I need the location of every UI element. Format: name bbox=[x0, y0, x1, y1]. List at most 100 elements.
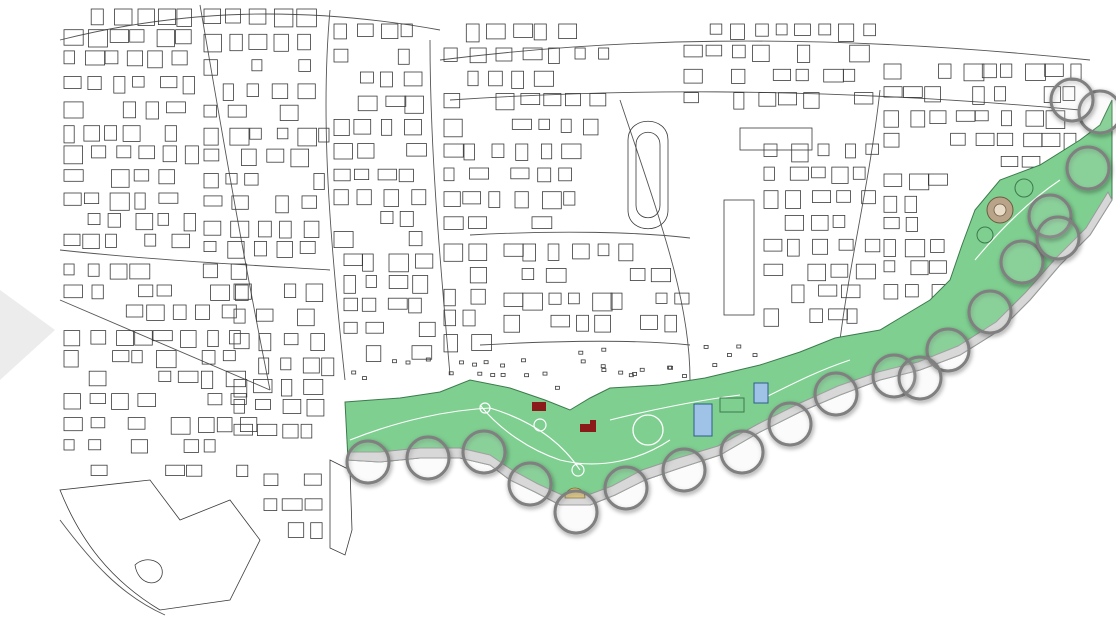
building bbox=[548, 47, 560, 65]
building bbox=[1021, 155, 1041, 168]
shoreline-marker bbox=[661, 447, 707, 493]
building bbox=[632, 371, 637, 376]
building bbox=[459, 360, 464, 365]
building bbox=[130, 439, 148, 454]
building bbox=[629, 268, 646, 281]
building bbox=[228, 330, 241, 345]
building bbox=[425, 357, 431, 362]
building bbox=[158, 169, 175, 185]
building bbox=[758, 92, 777, 107]
building bbox=[791, 143, 809, 163]
building bbox=[114, 8, 133, 26]
building bbox=[109, 29, 129, 43]
building bbox=[343, 275, 356, 294]
building bbox=[82, 233, 100, 249]
building bbox=[883, 195, 898, 213]
building bbox=[202, 263, 218, 279]
building bbox=[63, 101, 84, 119]
building bbox=[63, 439, 75, 451]
building bbox=[297, 127, 317, 147]
building bbox=[1041, 132, 1061, 147]
building bbox=[763, 166, 775, 181]
building bbox=[522, 292, 543, 311]
building bbox=[225, 173, 238, 185]
building bbox=[63, 50, 75, 65]
street bbox=[59, 13, 441, 41]
building bbox=[412, 275, 429, 294]
street bbox=[59, 299, 271, 391]
building bbox=[112, 350, 130, 363]
building bbox=[356, 189, 372, 206]
building bbox=[443, 118, 463, 138]
building bbox=[304, 498, 323, 511]
round-feature bbox=[976, 226, 994, 244]
building bbox=[1025, 63, 1046, 81]
building bbox=[203, 240, 217, 252]
building bbox=[443, 143, 464, 158]
building bbox=[90, 8, 104, 26]
building bbox=[183, 213, 197, 232]
building bbox=[576, 314, 589, 332]
building bbox=[343, 297, 358, 312]
round-feature bbox=[1014, 178, 1034, 198]
building bbox=[791, 284, 805, 304]
building bbox=[400, 23, 413, 38]
building bbox=[87, 76, 102, 91]
building bbox=[138, 145, 155, 160]
building bbox=[772, 68, 791, 81]
building bbox=[147, 50, 163, 69]
building bbox=[929, 110, 947, 125]
building bbox=[104, 50, 119, 65]
building bbox=[397, 48, 410, 65]
building bbox=[938, 63, 952, 79]
building bbox=[333, 231, 354, 249]
building bbox=[1000, 155, 1019, 167]
building bbox=[545, 268, 567, 283]
building bbox=[185, 464, 203, 477]
building bbox=[203, 195, 223, 207]
building bbox=[794, 23, 811, 36]
building bbox=[365, 275, 377, 288]
building bbox=[365, 321, 384, 334]
building bbox=[910, 110, 926, 128]
building bbox=[171, 233, 191, 249]
building bbox=[863, 23, 876, 37]
building bbox=[88, 439, 102, 451]
building bbox=[248, 8, 267, 25]
building bbox=[514, 191, 529, 209]
shoreline-marker bbox=[1035, 215, 1081, 261]
stadium-track bbox=[635, 131, 661, 219]
building bbox=[156, 284, 172, 297]
building bbox=[463, 143, 475, 161]
building bbox=[176, 8, 192, 27]
sports-court bbox=[753, 382, 769, 404]
building bbox=[404, 95, 424, 114]
building bbox=[233, 283, 252, 300]
building bbox=[594, 314, 612, 333]
building bbox=[784, 214, 805, 231]
building bbox=[116, 330, 134, 346]
shoreline-marker bbox=[461, 429, 507, 475]
building bbox=[812, 190, 832, 203]
building bbox=[109, 192, 130, 211]
building bbox=[365, 345, 382, 362]
building bbox=[905, 284, 919, 298]
building bbox=[225, 370, 246, 388]
building bbox=[301, 195, 318, 209]
building bbox=[305, 283, 324, 303]
building bbox=[836, 190, 851, 203]
building bbox=[928, 173, 948, 186]
building bbox=[541, 143, 553, 160]
building bbox=[752, 353, 758, 358]
building bbox=[63, 76, 82, 89]
building bbox=[547, 243, 560, 261]
building bbox=[246, 83, 259, 98]
building bbox=[811, 166, 826, 179]
building bbox=[89, 393, 106, 405]
building bbox=[668, 365, 673, 370]
building bbox=[233, 308, 246, 324]
building bbox=[495, 47, 513, 62]
building bbox=[443, 309, 457, 327]
building bbox=[513, 23, 533, 38]
